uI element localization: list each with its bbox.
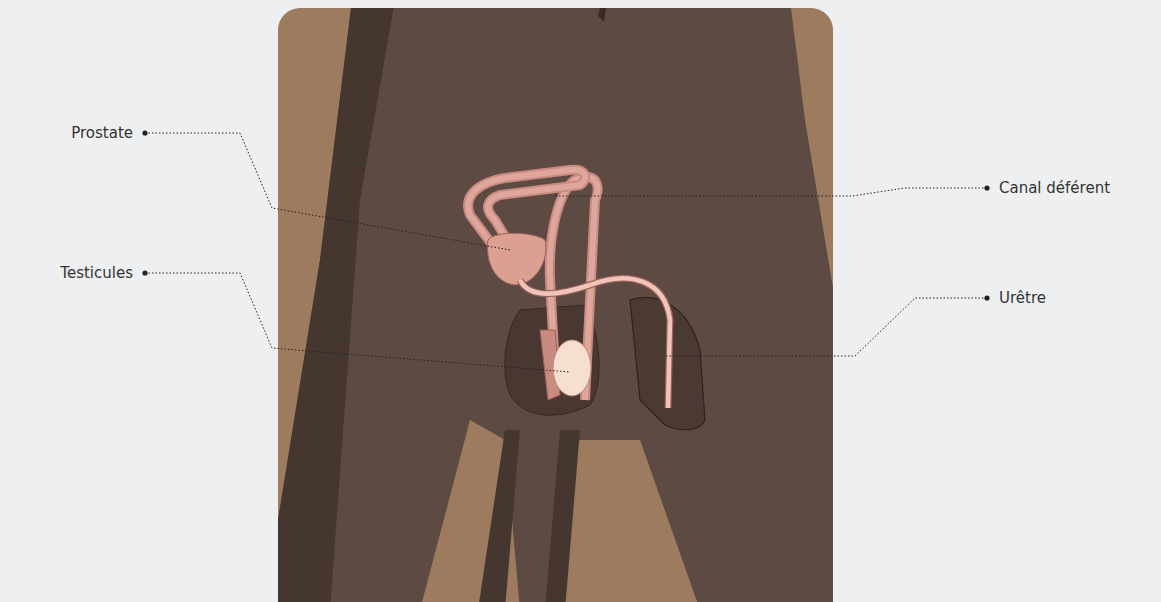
leader-dot: [984, 295, 989, 300]
leader-dots: [142, 130, 989, 300]
leg-shade: [478, 430, 520, 602]
urethra: [520, 278, 670, 408]
leader-line: [145, 133, 510, 250]
leader-dot: [142, 270, 147, 275]
leader-dot: [142, 130, 147, 135]
part-label: Testicules: [60, 264, 133, 282]
urethra: [520, 278, 670, 408]
testicle: [553, 340, 591, 396]
leader-line: [145, 273, 570, 372]
part-label: Canal déférent: [999, 179, 1110, 197]
body-silhouette: [278, 8, 833, 602]
leader-line: [665, 298, 987, 356]
leader-dot: [984, 185, 989, 190]
leg-shade: [545, 430, 580, 602]
leader-line: [555, 188, 987, 196]
prostate: [487, 233, 545, 285]
navel: [598, 8, 606, 22]
leader-lines: [145, 133, 987, 372]
part-label: Prostate: [71, 124, 133, 142]
body-shade: [278, 8, 395, 602]
part-label: Urêtre: [999, 289, 1046, 307]
